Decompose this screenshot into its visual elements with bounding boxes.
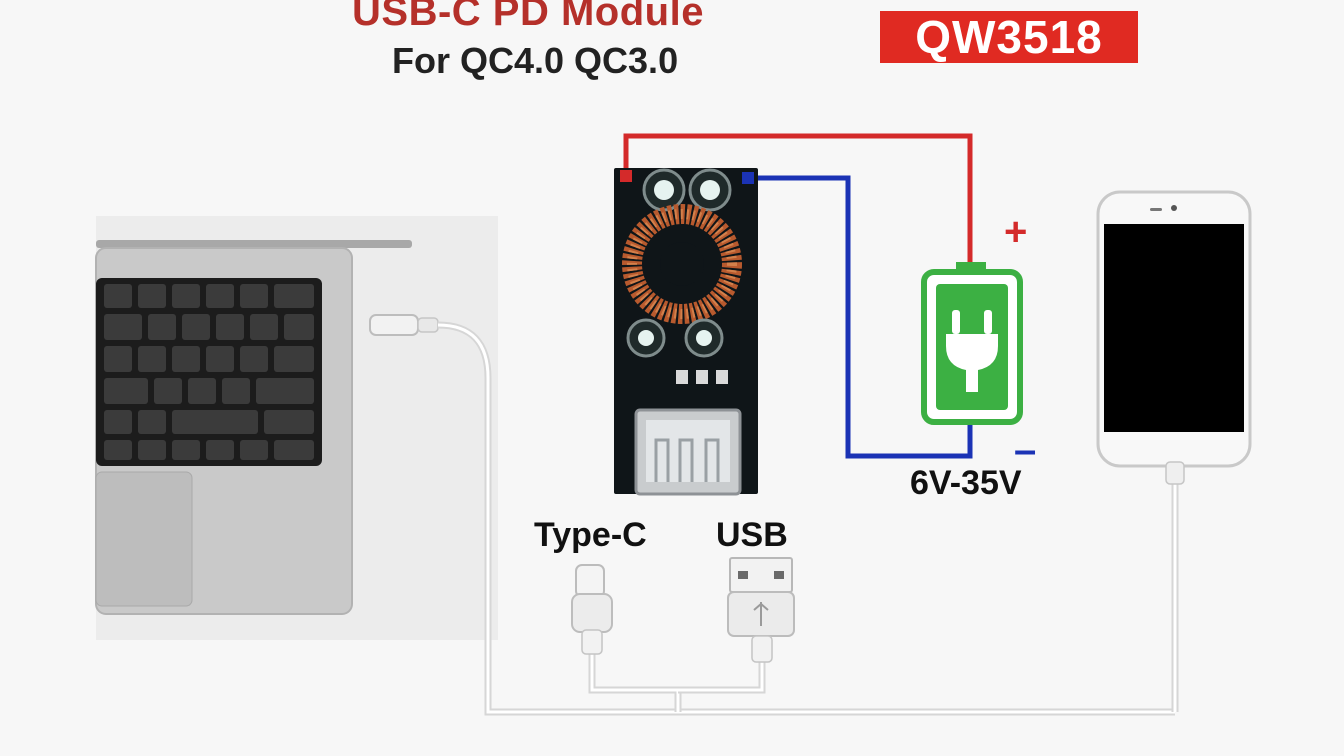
voltage-range-label: 6V-35V	[910, 464, 1022, 502]
page-title: USB-C PD Module	[352, 0, 704, 34]
pd-module-board	[614, 168, 758, 496]
battery-icon	[921, 262, 1023, 425]
laptop-usb-c-cable	[369, 314, 1175, 716]
type-c-plug-icon	[571, 564, 682, 712]
positive-wire	[623, 133, 973, 270]
usb-label: USB	[716, 516, 788, 554]
positive-terminal-label: +	[1004, 210, 1028, 254]
type-c-label: Type-C	[534, 516, 647, 554]
smartphone-icon	[1096, 190, 1252, 712]
negative-terminal-label: –	[1014, 428, 1037, 472]
model-badge: QW3518	[880, 11, 1138, 63]
negative-wire	[748, 175, 973, 459]
laptop-icon	[95, 216, 498, 640]
page-subtitle: For QC4.0 QC3.0	[392, 40, 679, 81]
usb-a-plug-icon	[678, 557, 795, 694]
plug-icon	[946, 310, 998, 392]
